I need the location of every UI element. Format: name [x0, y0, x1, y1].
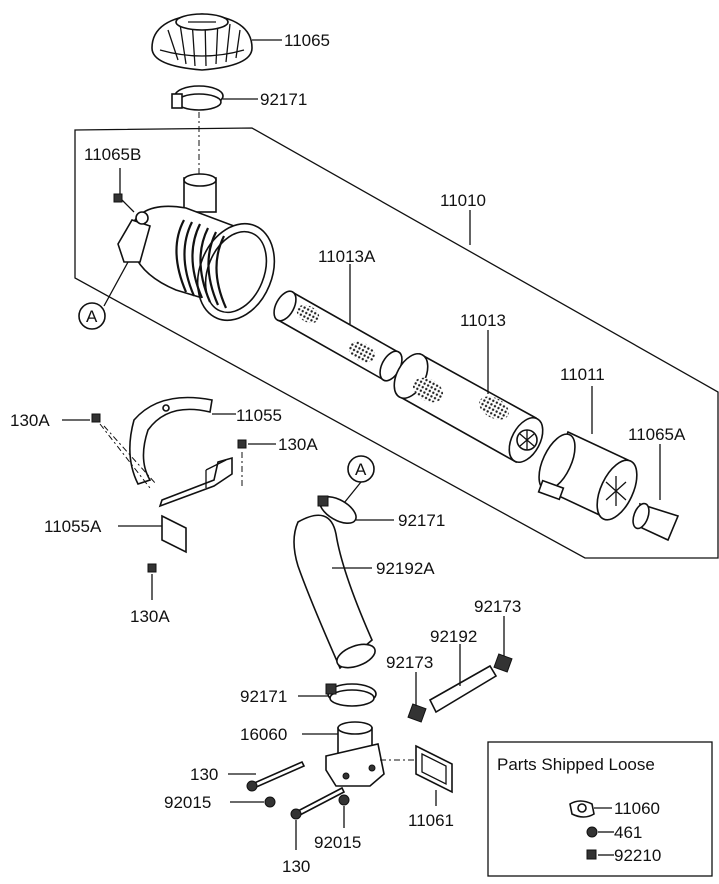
label-92171-low: 92171 [240, 687, 287, 706]
label-11013A: 11013A [318, 247, 376, 266]
label-92210: 92210 [614, 846, 661, 865]
label-92192A: 92192A [376, 559, 435, 578]
clamp-92173-left[interactable] [407, 703, 427, 723]
clamp-92171-mid[interactable] [316, 491, 361, 528]
label-11010: 11010 [440, 191, 486, 210]
label-92192: 92192 [430, 627, 477, 646]
cap-11065[interactable] [151, 13, 253, 71]
label-92171-mid: 92171 [398, 511, 445, 530]
callout-A-right: A [347, 455, 375, 483]
parts-shipped-loose-box: Parts Shipped Loose 11060 461 92210 [487, 741, 713, 877]
label-92015-left: 92015 [164, 793, 211, 812]
label-11055: 11055 [236, 406, 282, 425]
inner-filter-11013A[interactable] [270, 288, 407, 385]
band-11055[interactable] [129, 396, 213, 485]
screw-11065B[interactable] [113, 193, 135, 213]
clamp-92173-right[interactable] [493, 653, 513, 673]
assembly-frame-11010 [74, 127, 719, 559]
bolt-130A-right[interactable] [237, 439, 247, 449]
bolt-130-lower[interactable] [290, 786, 346, 820]
hose-92192[interactable] [428, 664, 498, 714]
loose-box-title: Parts Shipped Loose [497, 755, 655, 774]
valve-11065A[interactable] [630, 501, 680, 542]
bolt-130A-bottom[interactable] [147, 563, 157, 573]
label-92171-top: 92171 [260, 90, 307, 109]
outer-filter-11013[interactable] [387, 348, 549, 468]
label-11065: 11065 [284, 31, 330, 50]
bolt-130-upper[interactable] [246, 760, 306, 792]
label-461: 461 [614, 823, 642, 842]
label-92173-left: 92173 [386, 653, 433, 672]
label-11055A: 11055A [44, 517, 102, 536]
adapter-16060[interactable] [325, 721, 385, 787]
label-16060: 16060 [240, 725, 287, 744]
cover-11011[interactable] [532, 429, 645, 526]
label-11065A: 11065A [628, 425, 686, 444]
axis-130A-left [99, 423, 157, 489]
air-cleaner-body[interactable] [117, 173, 288, 332]
label-130A-right: 130A [278, 435, 318, 454]
loose-item-461[interactable] [586, 826, 598, 838]
loose-item-11060[interactable] [569, 800, 595, 818]
label-11011: 11011 [560, 365, 605, 384]
label-11060: 11060 [614, 799, 660, 818]
clamp-92171-low[interactable] [325, 683, 377, 707]
label-11065B: 11065B [84, 145, 141, 164]
label-11061: 11061 [408, 811, 454, 830]
gasket-11061[interactable] [415, 744, 453, 794]
clamp-92171-top[interactable] [171, 85, 224, 111]
label-130-upper: 130 [190, 765, 218, 784]
washer-92015-bottom[interactable] [338, 794, 350, 806]
bracket-11055A[interactable] [158, 456, 233, 554]
label-92173-right: 92173 [474, 597, 521, 616]
leader-A-left [103, 261, 129, 307]
label-11013: 11013 [460, 311, 506, 330]
loose-item-92210[interactable] [586, 849, 597, 860]
hose-92192A[interactable] [293, 514, 378, 672]
label-130-lower: 130 [282, 857, 310, 876]
callout-A-left: A [78, 302, 106, 330]
label-92015-bottom: 92015 [314, 833, 361, 852]
washer-92015-left[interactable] [264, 796, 276, 808]
bolt-130A-left[interactable] [91, 413, 101, 423]
label-130A-bottom: 130A [130, 607, 170, 626]
label-130A-left: 130A [10, 411, 50, 430]
svg-text:A: A [355, 460, 367, 479]
svg-text:A: A [86, 307, 98, 326]
